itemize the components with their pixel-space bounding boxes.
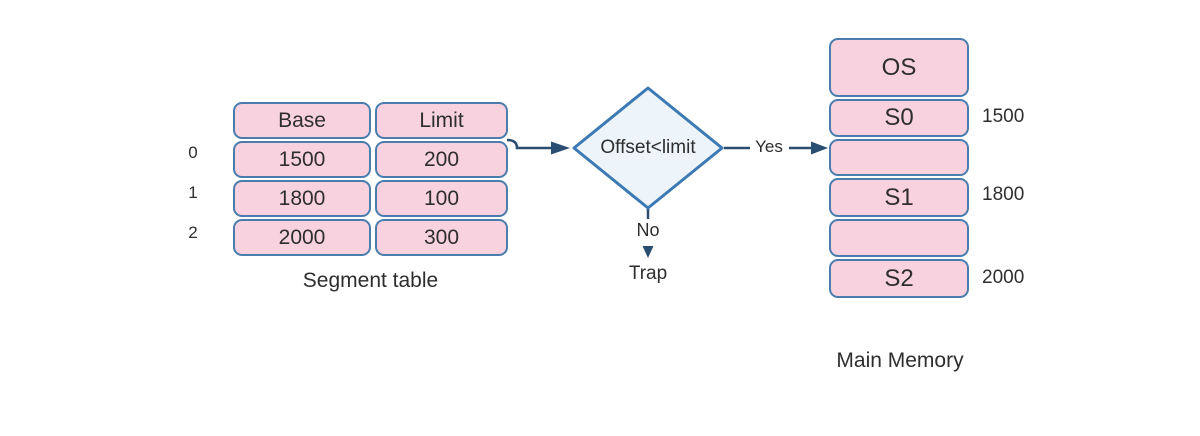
segment-table-cell-limit-0: 200: [375, 141, 508, 178]
no-label: No: [636, 220, 660, 240]
segment-table-caption: Segment table: [302, 269, 439, 292]
yes-label: Yes: [755, 137, 783, 156]
memory-block-os: OS: [829, 38, 969, 97]
segment-table-header-limit: Limit: [375, 102, 508, 139]
table-to-decision-arrow: [506, 138, 570, 155]
memory-address-2000: 2000: [982, 267, 1025, 288]
decision-condition-label: Offset<limit: [600, 137, 696, 158]
memory-block-s1: S1: [829, 178, 969, 217]
segment-table-cell-base-0: 1500: [233, 141, 371, 178]
row-index-0: 0: [188, 143, 198, 162]
row-index-2: 2: [188, 223, 198, 242]
segment-table-header-base: Base: [233, 102, 371, 139]
memory-address-1500: 1500: [982, 106, 1025, 127]
memory-block-s2: S2: [829, 259, 969, 298]
segment-table-cell-base-2: 2000: [233, 219, 371, 256]
segment-table-cell-limit-1: 100: [375, 180, 508, 217]
main-memory-caption: Main Memory: [836, 349, 964, 372]
memory-block-empty-1: [829, 139, 969, 176]
trap-label: Trap: [628, 263, 668, 284]
row-index-1: 1: [188, 183, 198, 202]
memory-address-1800: 1800: [982, 184, 1025, 205]
segment-table-cell-limit-2: 300: [375, 219, 508, 256]
segment-table-cell-base-1: 1800: [233, 180, 371, 217]
memory-block-s0: S0: [829, 99, 969, 137]
memory-block-empty-2: [829, 219, 969, 257]
